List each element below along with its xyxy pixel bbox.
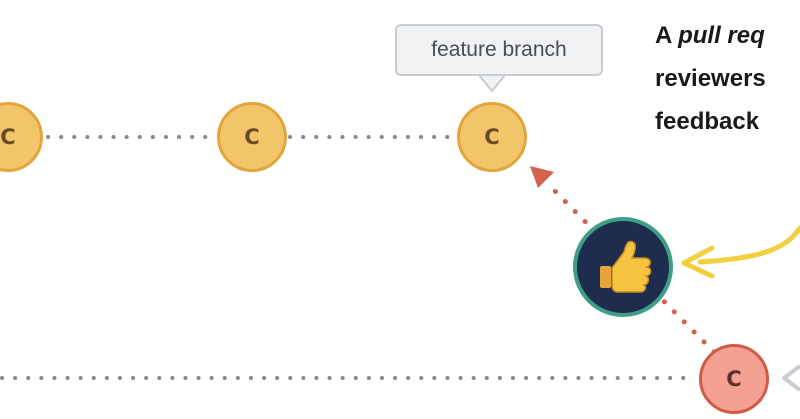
thumbs-up-icon (600, 240, 652, 293)
callout-arrow (697, 225, 800, 265)
caption-line: A pull req (655, 14, 800, 57)
feature-commit-node: C (457, 102, 527, 172)
caption-line: feedback (655, 108, 760, 135)
feature-commit-node: C (217, 102, 287, 172)
caption-line: reviewers (655, 65, 766, 92)
grey-pointer-icon (782, 364, 800, 392)
label-pointer (477, 73, 507, 93)
caption-prefix: A (655, 22, 679, 49)
merge-arrow-line (543, 179, 717, 355)
feature-branch-label: feature branch (395, 24, 603, 76)
merge-arrowhead-icon (530, 166, 554, 188)
caption-emphasis: pull req (678, 22, 765, 49)
main-commit-node: C (699, 344, 769, 414)
callout-arrowhead-icon (681, 245, 715, 279)
caption-text: A pull req reviewers feedback (655, 14, 800, 143)
